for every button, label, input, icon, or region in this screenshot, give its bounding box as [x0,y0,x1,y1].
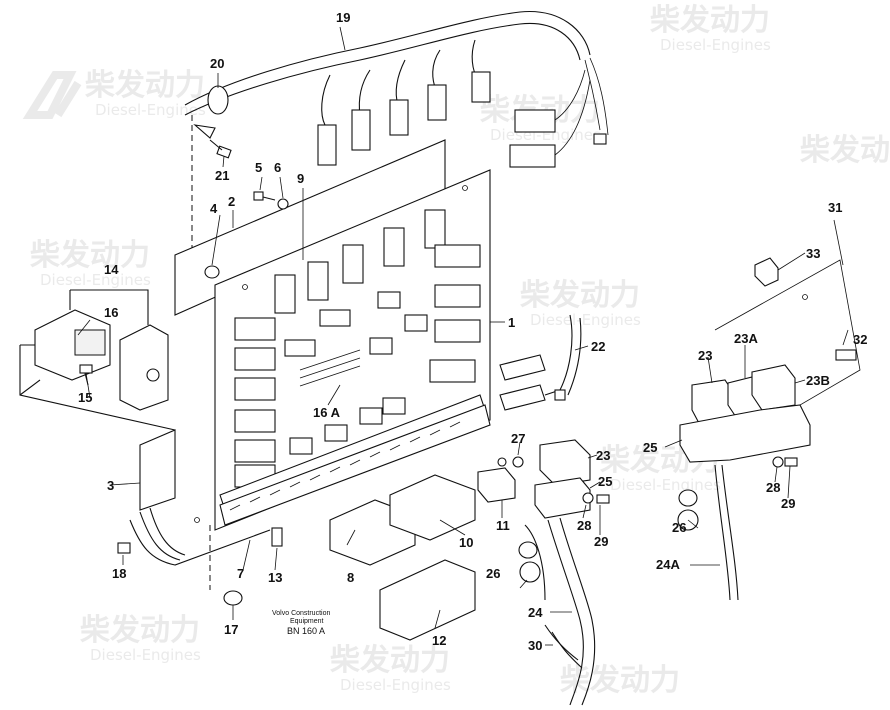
callout-11: 11 [496,518,510,533]
screw-29 [596,494,610,504]
relay-socket-25 [534,477,591,519]
callout-25-right: 25 [643,440,657,455]
watermark-logo-icon [22,71,82,119]
callout-10: 10 [459,535,473,550]
block-12 [379,559,476,641]
harness-24 [518,517,596,706]
callout-14: 14 [104,262,119,277]
callout-15: 15 [78,390,92,405]
relay-holder-14 [34,289,169,411]
watermark-brand: 柴发动力 [80,613,200,648]
callout-3: 3 [107,478,114,493]
relay-23 [539,439,591,486]
callout-19: 19 [336,10,350,25]
watermark-layer: 柴发动力 Diesel-Engines 柴发动力 Diesel-Engines … [22,3,890,698]
watermark-brand: 柴发动力 [650,3,770,38]
spacer-4 [204,265,220,279]
screw-32 [835,349,857,361]
callout-20: 20 [210,56,224,71]
leader-lines [77,26,849,646]
callout-30: 30 [528,638,542,653]
callout-2: 2 [228,194,235,209]
screw-29-right [784,457,798,467]
callout-27: 27 [511,431,525,446]
callout-25: 25 [598,474,612,489]
callout-5: 5 [255,160,262,175]
caption-line2: Equipment [290,618,324,625]
watermark-brand: 柴发动力 [560,663,680,698]
callout-4: 4 [210,201,218,216]
callout-33: 33 [806,246,820,261]
callout-13: 13 [268,570,282,585]
callout-9: 9 [297,171,304,186]
callout-22: 22 [591,339,605,354]
watermark-sub: Diesel-Engines [90,646,201,664]
wiring-harness-19 [184,11,609,168]
watermark-sub: Diesel-Engines [40,271,151,289]
caption-code: BN 160 A [287,626,325,636]
callout-23: 23 [596,448,610,463]
watermark-sub: Diesel-Engines [340,676,451,694]
screw-21 [209,139,232,159]
callout-7: 7 [237,566,244,581]
watermark-sub: Diesel-Engines [610,476,721,494]
watermark-sub: Diesel-Engines [660,36,771,54]
callout-23A: 23A [734,331,758,346]
washer-28 [582,492,594,504]
watermark-brand: 柴发动力 [30,238,150,273]
screw-5 [253,191,276,201]
callout-26: 26 [486,566,500,581]
watermark-brand: 柴发动力 [800,133,890,168]
harness-clamp-20 [191,85,229,250]
caption-line1: Volvo Construction [272,610,330,617]
screw-17 [209,525,243,606]
callout-23B: 23B [806,373,830,388]
relay-23B [751,364,796,411]
washer-28-right [772,456,784,468]
relay-board-1 [194,169,491,531]
callout-21: 21 [215,168,229,183]
callout-28: 28 [577,518,591,533]
relay-socket-25-right [679,404,811,463]
watermark-brand: 柴发动力 [330,643,450,678]
bracket-33 [754,257,779,287]
callout-1: 1 [508,315,515,330]
watermark-brand: 柴发动力 [520,278,640,313]
callout-28-right: 28 [766,480,780,495]
callout-6: 6 [274,160,281,175]
watermark-sub: Diesel-Engines [95,101,206,119]
watermark-brand: 柴发动力 [85,68,205,103]
callout-12: 12 [432,633,446,648]
cable-ties-18 [117,507,271,566]
callout-8: 8 [347,570,354,585]
callout-32: 32 [853,332,867,347]
callout-16A: 16 A [313,405,341,420]
diode-13 [271,527,283,547]
callout-18: 18 [112,566,126,581]
relay-11 [477,457,516,503]
callout-labels: 19 20 21 5 6 9 2 4 1 22 14 16 15 16 A 3 … [78,10,867,653]
bracket-3 [19,344,176,511]
callout-17: 17 [224,622,238,637]
connectors-22 [499,314,582,411]
callout-23-right: 23 [698,348,712,363]
watermark-sub: Diesel-Engines [530,311,641,329]
drawing-caption: Volvo Construction Equipment BN 160 A [272,610,330,636]
callout-29-right: 29 [781,496,795,511]
callout-24A: 24A [656,557,680,572]
callout-16: 16 [104,305,118,320]
nut-27 [512,456,524,468]
callout-24: 24 [528,605,543,620]
callout-31: 31 [828,200,842,215]
harness-30 [544,624,583,669]
washer-6 [277,198,289,210]
cover-10 [389,474,476,541]
callout-29: 29 [594,534,608,549]
callout-26-right: 26 [672,520,686,535]
